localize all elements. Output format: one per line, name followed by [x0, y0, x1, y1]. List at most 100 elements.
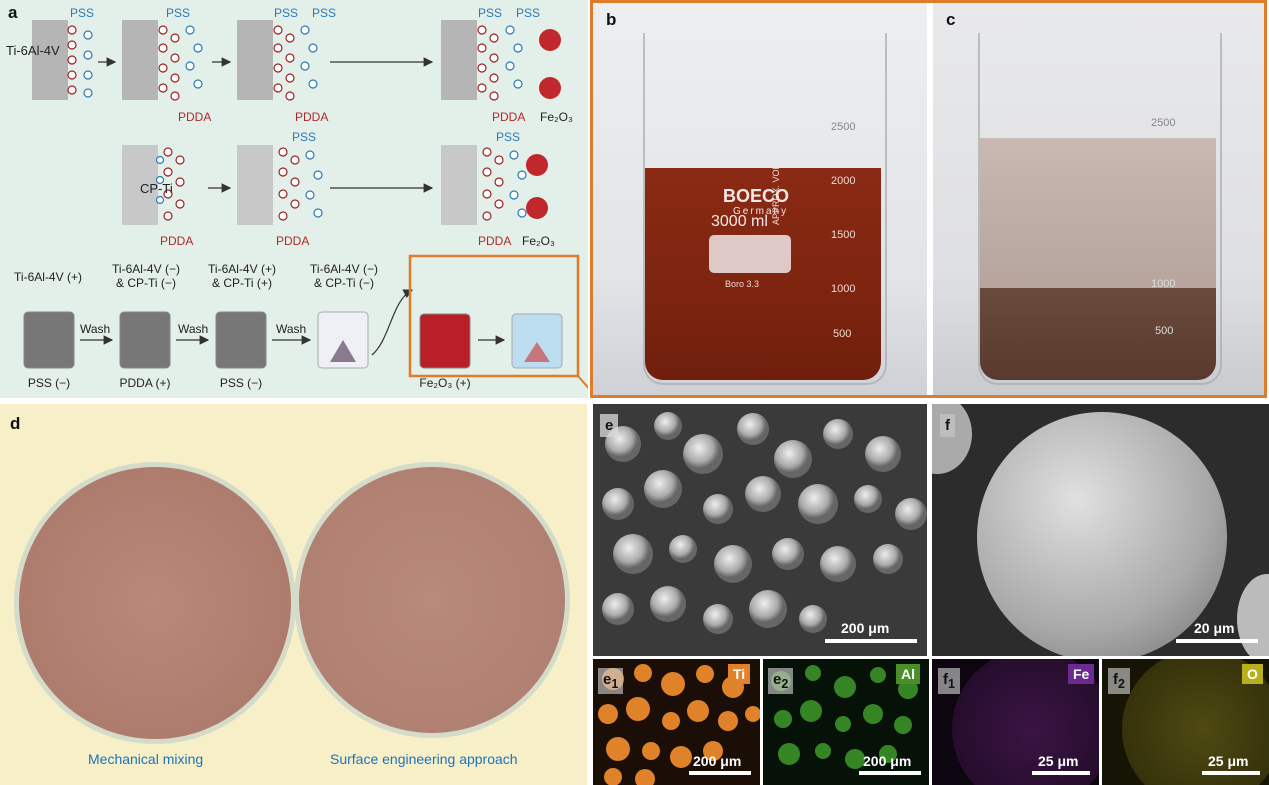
pss-label-5: PSS	[478, 6, 503, 20]
panel-e1-label: e1	[598, 668, 624, 694]
beaker-2-bottom: PDDA (+)	[119, 376, 171, 390]
brand-b: BOECO	[723, 186, 790, 206]
panel-b-label: b	[606, 10, 617, 29]
tag-ti: Ti	[728, 664, 751, 684]
mark-b-500: 500	[833, 328, 852, 340]
scale-f2: 25 μm	[1208, 753, 1249, 769]
boro-b: Boro 3.3	[725, 279, 760, 289]
panel-d-label: d	[10, 414, 21, 433]
f2-sub: 2	[1118, 677, 1125, 691]
pdda-label-4: PDDA	[160, 234, 194, 248]
scale-e: 200 μm	[841, 620, 890, 636]
pss-label-3: PSS	[274, 6, 299, 20]
panel-e-label: e	[600, 414, 619, 437]
wash-label-2: Wash	[178, 322, 209, 336]
beaker-1-top: Ti-6Al-4V (+)	[14, 270, 82, 284]
wash-label-1: Wash	[80, 322, 111, 336]
charges-row2	[163, 147, 504, 221]
panel-b: BOECO Germany 3000 ml Boro 3.3 APPROX. V…	[593, 3, 927, 395]
panel-e2-label: e2	[768, 668, 794, 694]
wash-arrows	[80, 289, 506, 356]
cpti-label: CP-Ti	[140, 181, 173, 196]
panel-f-label: f	[940, 414, 955, 437]
liquid-b	[645, 168, 881, 380]
scale-e2: 200 μm	[863, 753, 912, 769]
beaker-1-bottom: PSS (−)	[27, 376, 71, 390]
panel-d: Mechanical mixing Surface engineering ap…	[0, 404, 587, 785]
pss-charges-row2	[155, 150, 527, 218]
panel-e: 200 μm	[593, 404, 927, 656]
caption-surface: Surface engineering approach	[330, 751, 518, 767]
e1-letter: e	[603, 671, 612, 688]
scalebar-e1	[689, 771, 751, 775]
pdda-label-1: PDDA	[178, 110, 212, 124]
pdda-label-2: PDDA	[295, 110, 329, 124]
charges-row1	[67, 25, 499, 101]
f1-sub: 1	[948, 677, 955, 691]
mark-b-2000: 2000	[831, 175, 856, 187]
mark-c-2500: 2500	[1151, 117, 1176, 129]
beaker-2-top: Ti-6Al-4V (−) & CP-Ti (−)	[112, 262, 180, 290]
scalebar-f1	[1032, 771, 1090, 775]
e1-sub: 1	[611, 677, 619, 691]
e2-letter: e	[773, 671, 782, 688]
e2-sub: 2	[781, 677, 789, 691]
callout-line	[577, 375, 588, 389]
pss-charges-row1	[83, 25, 523, 98]
volume-b: 3000 ml	[711, 213, 768, 230]
wash-label-3: Wash	[276, 322, 307, 336]
row2-substrates	[122, 145, 477, 225]
pss-label-4: PSS	[312, 6, 337, 20]
caption-mechanical: Mechanical mixing	[88, 751, 204, 767]
panel-c-label: c	[946, 10, 956, 29]
beakers-row	[23, 311, 563, 369]
beaker-4-top: Ti-6Al-4V (−) & CP-Ti (−)	[310, 262, 378, 290]
dish-left	[14, 462, 296, 744]
panel-a-label: a	[8, 3, 18, 22]
sediment-c	[980, 288, 1216, 380]
highlight-box	[408, 254, 580, 378]
row-arrows	[98, 57, 434, 193]
approx-b: APPROX. VOL.	[771, 161, 781, 225]
scalebar-e	[825, 639, 917, 643]
tag-al: Al	[896, 664, 920, 684]
panel-bc-divider	[927, 3, 933, 395]
beaker-5-bottom: Fe₂O₃ (+)	[419, 376, 471, 390]
side-sphere-right	[1237, 574, 1269, 656]
fe2o3-particles	[526, 29, 561, 219]
pss-label-1: PSS	[70, 6, 95, 20]
mark-b-2500: 2500	[831, 121, 856, 133]
brand-sub-b: Germany	[733, 206, 789, 217]
label-box-b	[709, 235, 791, 273]
lbl-schematic	[23, 20, 588, 389]
panel-f2-label: f2	[1108, 668, 1130, 694]
mark-c-500: 500	[1155, 325, 1174, 337]
scale-e1: 200 μm	[693, 753, 742, 769]
mark-b-1000: 1000	[831, 283, 856, 295]
scale-f: 20 μm	[1194, 620, 1235, 636]
f2-letter: f	[1113, 671, 1118, 688]
pdda-label-3: PDDA	[492, 110, 526, 124]
pss-label-7: PSS	[292, 130, 317, 144]
scalebar-e2	[859, 771, 921, 775]
tag-o: O	[1242, 664, 1263, 684]
f1-letter: f	[943, 671, 948, 688]
pss-label-6: PSS	[516, 6, 541, 20]
scalebar-f	[1176, 639, 1258, 643]
big-sphere	[977, 412, 1227, 656]
ti64-label: Ti-6Al-4V	[6, 43, 60, 58]
mark-b-1500: 1500	[831, 229, 856, 241]
pdda-label-5: PDDA	[276, 234, 310, 248]
tag-fe: Fe	[1068, 664, 1095, 684]
pss-label-8: PSS	[496, 130, 521, 144]
scale-f1: 25 μm	[1038, 753, 1079, 769]
panel-c: 2500 1000 500	[933, 3, 1264, 395]
pdda-label-6: PDDA	[478, 234, 512, 248]
beaker-3-bottom: PSS (−)	[219, 376, 263, 390]
sem-particles-e	[602, 412, 927, 634]
panel-f: 20 μm	[932, 404, 1269, 656]
beaker-c	[978, 33, 1222, 385]
panel-f1-label: f1	[938, 668, 960, 694]
pss-label-2: PSS	[166, 6, 191, 20]
mark-c-1000: 1000	[1151, 278, 1176, 290]
